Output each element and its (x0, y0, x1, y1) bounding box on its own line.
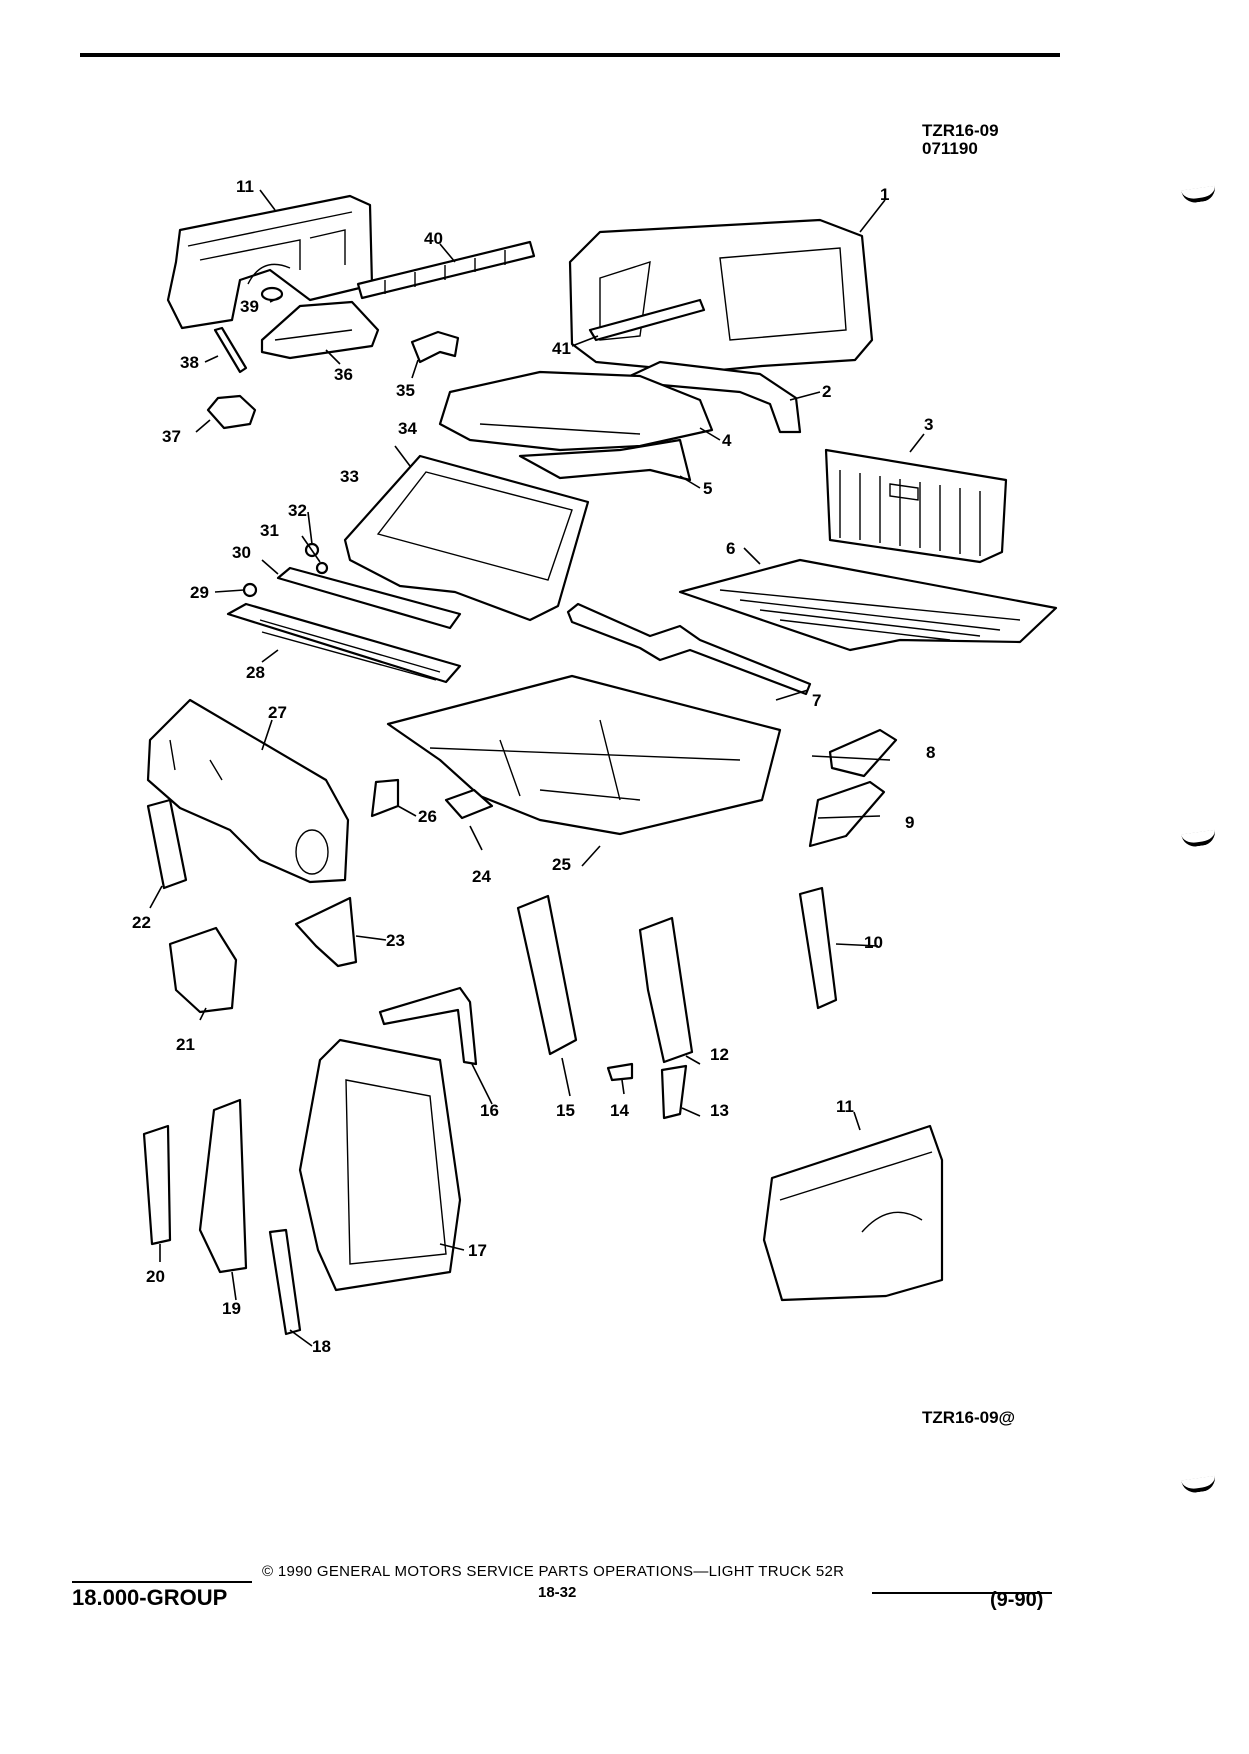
inner-panel-5 (518, 438, 692, 482)
callout-24: 24 (472, 867, 491, 886)
callout-35: 35 (396, 381, 415, 400)
callout-17: 17 (468, 1241, 487, 1260)
roof-rail-41 (588, 298, 706, 342)
callout-38: 38 (180, 353, 199, 372)
roof-panel-4 (438, 370, 714, 452)
box-side-panel-upper (166, 194, 374, 330)
callout-9: 9 (905, 813, 914, 832)
bracket-24 (444, 788, 494, 820)
callout-19: 19 (222, 1299, 241, 1318)
roof-rail-16 (378, 986, 478, 1066)
cowl-vent-28 (226, 602, 462, 684)
pillar-20 (142, 1124, 172, 1246)
callout-21: 21 (176, 1035, 195, 1054)
callout-15: 15 (556, 1101, 575, 1120)
callout-12: 12 (710, 1045, 729, 1064)
bracket-26 (370, 778, 400, 818)
nut-29 (242, 582, 258, 598)
rear-pillar-15 (516, 894, 578, 1056)
footer-copyright: © 1990 GENERAL MOTORS SERVICE PARTS OPER… (262, 1563, 845, 1580)
callout-34: 34 (398, 419, 417, 438)
callout-27: 27 (268, 703, 287, 722)
callout-26: 26 (418, 807, 437, 826)
footer-group: 18.000-GROUP (72, 1585, 228, 1610)
callout-40: 40 (424, 229, 443, 248)
door-frame-17 (298, 1038, 462, 1292)
bracket-37 (206, 394, 257, 430)
box-floor-6 (678, 558, 1058, 652)
diagram-code: TZR16-09 (922, 121, 999, 140)
brace-8 (828, 728, 898, 778)
callout-16: 16 (480, 1101, 499, 1120)
callout-33: 33 (340, 467, 359, 486)
callout-23: 23 (386, 931, 405, 950)
callout-20: 20 (146, 1267, 165, 1286)
callout-31: 31 (260, 521, 279, 540)
strip-18 (268, 1228, 302, 1336)
callout-29: 29 (190, 583, 209, 602)
callout-14: 14 (610, 1101, 629, 1120)
footer-rule-right (872, 1592, 1052, 1594)
windshield-frame-33 (343, 454, 590, 622)
callout-36: 36 (334, 365, 353, 384)
callout-11-lower: 11 (836, 1097, 854, 1116)
callout-7: 7 (812, 691, 821, 710)
bracket-35 (410, 330, 460, 364)
floor-pan-25 (386, 674, 782, 836)
callout-30: 30 (232, 543, 251, 562)
callout-28: 28 (246, 663, 265, 682)
top-rule (80, 53, 1060, 57)
crossmember-7 (566, 602, 812, 696)
callout-39: 39 (240, 297, 259, 316)
figure-id: TZR16-09@ (922, 1408, 1016, 1427)
footer-page-number: 18-32 (538, 1584, 577, 1601)
pillar-12 (638, 916, 694, 1064)
footer-rule-left (72, 1581, 252, 1583)
hinge-pillar-22 (146, 798, 188, 890)
header-strip-40 (356, 240, 536, 300)
bracket-14 (606, 1062, 634, 1082)
callout-4: 4 (722, 431, 732, 450)
diagram-header: TZR16-09 071190 (922, 122, 999, 158)
plug-39 (260, 286, 284, 302)
diagram-date-code: 071190 (922, 139, 978, 158)
bracket-13 (660, 1064, 688, 1120)
callout-32: 32 (288, 501, 307, 520)
clip-31 (315, 561, 329, 575)
callout-11-upper: 11 (236, 177, 254, 196)
bracket-38 (213, 326, 248, 374)
hinge-reinforcement-21 (168, 926, 238, 1014)
bracket-23 (294, 896, 358, 968)
box-side-panel-lower (762, 1124, 944, 1302)
callout-2: 2 (822, 382, 831, 401)
callout-25: 25 (552, 855, 571, 874)
callout-6: 6 (726, 539, 735, 558)
callout-18: 18 (312, 1337, 331, 1356)
callout-10: 10 (864, 933, 883, 952)
callout-1: 1 (880, 185, 889, 204)
callout-37: 37 (162, 427, 181, 446)
callout-5: 5 (703, 479, 712, 498)
callout-13: 13 (710, 1101, 729, 1120)
callout-8: 8 (926, 743, 935, 762)
callout-22: 22 (132, 913, 151, 932)
callout-41: 41 (552, 339, 571, 358)
brace-9 (808, 780, 886, 848)
roof-bow-2 (628, 360, 802, 434)
footer-revision: (9-90) (990, 1589, 1044, 1611)
tailgate-3 (824, 448, 1008, 564)
cowl-panel-30 (276, 566, 462, 630)
callout-3: 3 (924, 415, 933, 434)
wheelhouse-36 (260, 300, 380, 360)
dash-panel-27 (146, 698, 350, 884)
pillar-10 (798, 886, 838, 1010)
cab-roof-shell-1 (568, 218, 874, 374)
pillar-19 (198, 1098, 248, 1274)
